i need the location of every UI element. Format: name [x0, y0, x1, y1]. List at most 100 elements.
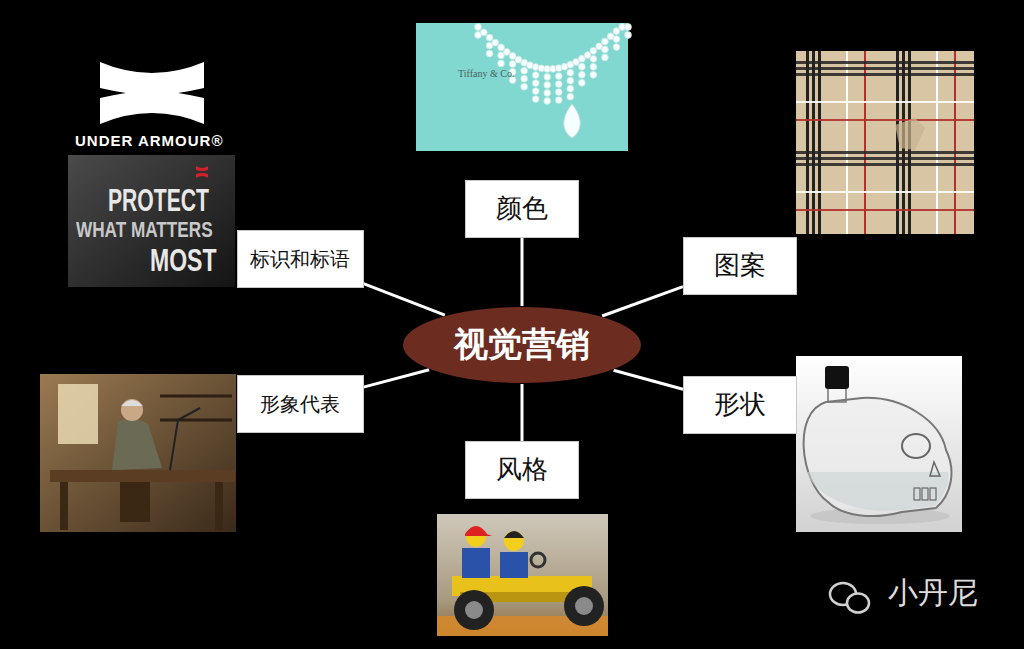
tiffany-image-part: [416, 23, 628, 151]
skull-bottle-image-part: [825, 366, 849, 389]
wechat-icon: [830, 583, 869, 613]
wechat-icon-part: [847, 594, 869, 613]
watermark: 小丹尼: [888, 578, 978, 608]
necklace-bead: [590, 71, 597, 78]
craftsman-image-part: [50, 470, 235, 482]
lego-image-part: [575, 597, 593, 615]
skull-bottle-image: [796, 356, 962, 532]
necklace-bead: [532, 88, 539, 95]
necklace-bead: [532, 72, 539, 79]
necklace-bead: [521, 75, 528, 82]
necklace-bead: [625, 32, 632, 39]
connector-line: [521, 238, 524, 306]
necklace-bead: [602, 46, 609, 53]
craftsman-image-part: [120, 482, 150, 522]
necklace-bead: [509, 61, 516, 68]
craftsman-image-part: [160, 419, 232, 422]
lego-image: [437, 514, 608, 636]
necklace-bead: [602, 54, 609, 61]
skull-bottle-image-part: [922, 488, 928, 500]
craftsman-image-part: [121, 400, 143, 406]
craftsman-image-part: [160, 395, 232, 398]
concept-box: 颜色: [465, 180, 579, 238]
necklace-bead: [544, 98, 551, 105]
lego-image-part: [454, 590, 494, 630]
protect-ad-image-part: [196, 166, 208, 171]
necklace-bead: [532, 96, 539, 103]
concept-label: 标识和标语: [250, 248, 350, 271]
connector-line: [602, 287, 683, 316]
necklace: [475, 24, 632, 138]
necklace-bead: [480, 29, 487, 36]
necklace-bead: [567, 69, 574, 76]
craftsman-image: [40, 374, 236, 532]
necklace-bead: [486, 50, 493, 57]
necklace-bead: [602, 38, 609, 45]
necklace-bead: [498, 44, 505, 51]
necklace-bead: [590, 47, 597, 54]
necklace-bead: [590, 55, 597, 62]
skull-bottle-image-part: [806, 472, 948, 511]
craftsman-image-part: [40, 374, 236, 532]
necklace-bead: [578, 79, 585, 86]
craftsman-image-part: [60, 482, 68, 530]
necklace-bead: [498, 60, 505, 67]
concept-box: 风格: [465, 441, 579, 499]
necklace-bead: [578, 63, 585, 70]
concept-label: 图案: [714, 251, 766, 281]
lego-image-part: [500, 552, 528, 578]
protect-ad-image-part: [196, 173, 208, 178]
lego-image-part: [564, 586, 604, 626]
necklace-bead: [555, 89, 562, 96]
necklace-bead: [625, 24, 632, 31]
lego-image-part: [462, 548, 490, 578]
craftsman-image-part: [58, 384, 98, 444]
necklace-bead: [613, 36, 620, 43]
connector-line: [521, 384, 524, 441]
burberry-check-part: [796, 51, 974, 234]
protect-ad-image-part: [68, 155, 235, 287]
concept-label: 形状: [714, 390, 766, 420]
connector-line: [364, 370, 430, 387]
necklace-bead: [567, 93, 574, 100]
craftsman-image-part: [170, 408, 200, 470]
central-label: 视觉营销: [454, 325, 590, 364]
necklace-bead: [578, 71, 585, 78]
necklace-bead: [544, 90, 551, 97]
concept-box: 形象代表: [237, 375, 364, 433]
skull-bottle-image-part: [930, 488, 936, 500]
under-armour-logo-part: [138, 84, 166, 102]
slogan-text: WHAT MATTERS: [76, 219, 213, 241]
necklace-bead: [521, 83, 528, 90]
under-armour-logo: [100, 62, 204, 124]
brand-wordmark: Tiffany & Co.: [458, 69, 514, 79]
necklace-bead: [486, 34, 493, 41]
lego-image-part: [465, 526, 492, 536]
necklace-bead: [544, 74, 551, 81]
necklace-bead: [567, 85, 574, 92]
necklace-bead: [521, 67, 528, 74]
skull-bottle-image-part: [796, 356, 962, 532]
tiffany-image: [416, 23, 631, 151]
skull-bottle-image-part: [804, 398, 952, 516]
lego-image-part: [465, 601, 483, 619]
skull-bottle-image-part: [902, 434, 930, 458]
necklace-bead: [475, 24, 482, 31]
craftsman-image-part: [121, 399, 143, 421]
necklace-bead: [492, 39, 499, 46]
craftsman-image-part: [112, 418, 162, 470]
protect-ad-image: [68, 155, 235, 287]
concept-box: 标识和标语: [237, 230, 364, 288]
pendant-diamond: [564, 104, 581, 138]
concept-box: 图案: [683, 237, 797, 295]
necklace-bead: [590, 63, 597, 70]
craftsman-image-part: [215, 482, 223, 530]
burberry-check: [796, 51, 974, 234]
necklace-bead: [555, 81, 562, 88]
concept-box: 形状: [683, 376, 797, 434]
burberry-check-part: [895, 118, 925, 150]
slogan-text: MOST: [150, 244, 217, 276]
concept-label: 风格: [496, 455, 548, 485]
skull-bottle-image-part: [930, 462, 940, 476]
